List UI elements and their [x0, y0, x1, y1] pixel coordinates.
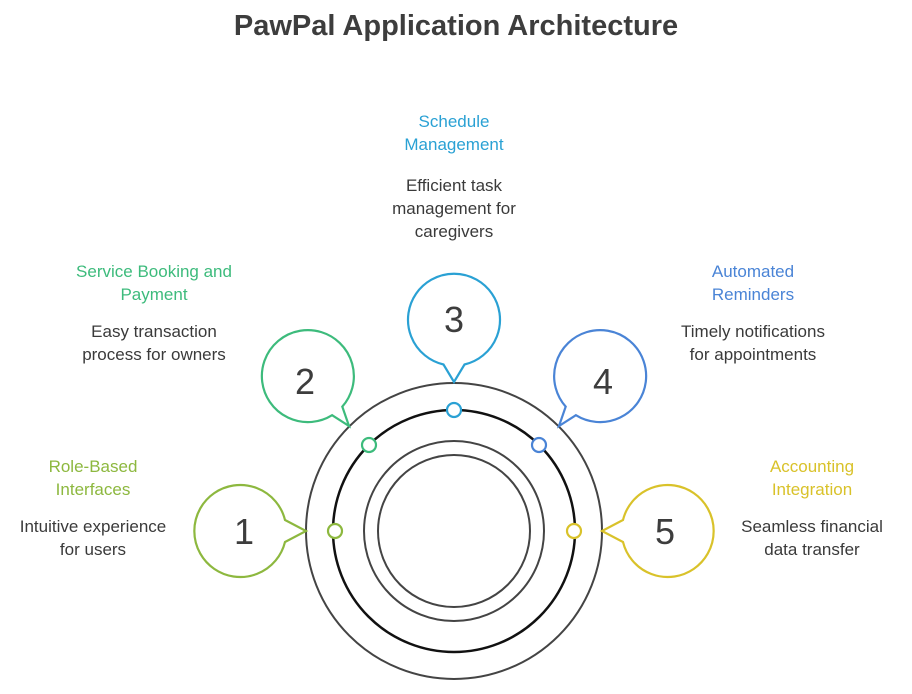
item-2-label-line1: Service Booking and	[76, 262, 232, 281]
item-5-label: Accounting Integration	[712, 455, 912, 501]
item-5-desc-line2: data transfer	[764, 540, 860, 559]
item-4-label-line2: Reminders	[711, 285, 795, 304]
item-2-label: Service Booking and Payment	[44, 260, 264, 306]
item-4-label-line1: Automated	[711, 262, 795, 281]
item-2-label-line2: Payment	[120, 285, 188, 304]
item-2-desc-line2: process for owners	[82, 345, 226, 364]
number-1: 1	[234, 511, 254, 552]
item-5-desc-line1: Seamless financial	[741, 517, 883, 536]
item-3-desc-line3: caregivers	[414, 222, 494, 241]
bubble-4	[553, 329, 648, 429]
item-5-label-line2: Integration	[771, 480, 853, 499]
bubble-5	[599, 483, 715, 579]
item-5-label-line1: Accounting	[769, 457, 855, 476]
number-5: 5	[655, 511, 675, 552]
item-4-description: Timely notifications for appointments	[643, 320, 863, 366]
number-4: 4	[593, 361, 613, 402]
node-3	[445, 401, 463, 419]
item-3-label-line2: Management	[404, 135, 504, 154]
number-3: 3	[444, 299, 464, 340]
item-3-desc-line1: Efficient task	[405, 176, 503, 195]
item-2-description: Easy transaction process for owners	[44, 320, 264, 366]
inner-ring	[363, 440, 545, 622]
item-3-desc-line2: management for	[392, 199, 516, 218]
node-4	[530, 436, 548, 454]
bubble-3	[406, 272, 502, 385]
number-2: 2	[295, 361, 315, 402]
node-5	[565, 522, 583, 540]
bubble-1	[193, 483, 309, 579]
item-1-label: Role-Based Interfaces	[0, 455, 186, 501]
item-2-desc-line1: Easy transaction	[91, 322, 217, 341]
item-1-label-line2: Interfaces	[55, 480, 131, 499]
item-3-description: Efficient task management for caregivers	[344, 174, 564, 243]
item-4-desc-line1: Timely notifications	[681, 322, 825, 341]
diagram-title: PawPal Application Architecture	[233, 10, 679, 42]
item-1-description: Intuitive experience for users	[0, 515, 186, 561]
item-1-desc-line2: for users	[59, 540, 127, 559]
item-3-label: Schedule Management	[344, 110, 564, 156]
item-5-description: Seamless financial data transfer	[712, 515, 912, 561]
item-1-label-line1: Role-Based	[48, 457, 138, 476]
node-1	[326, 522, 344, 540]
item-1-desc-line1: Intuitive experience	[19, 517, 167, 536]
item-3-label-line1: Schedule	[418, 112, 490, 131]
item-4-desc-line2: for appointments	[689, 345, 817, 364]
node-2	[360, 436, 378, 454]
bubble-2	[260, 329, 355, 429]
core-ring	[377, 454, 531, 608]
item-4-label: Automated Reminders	[643, 260, 863, 306]
